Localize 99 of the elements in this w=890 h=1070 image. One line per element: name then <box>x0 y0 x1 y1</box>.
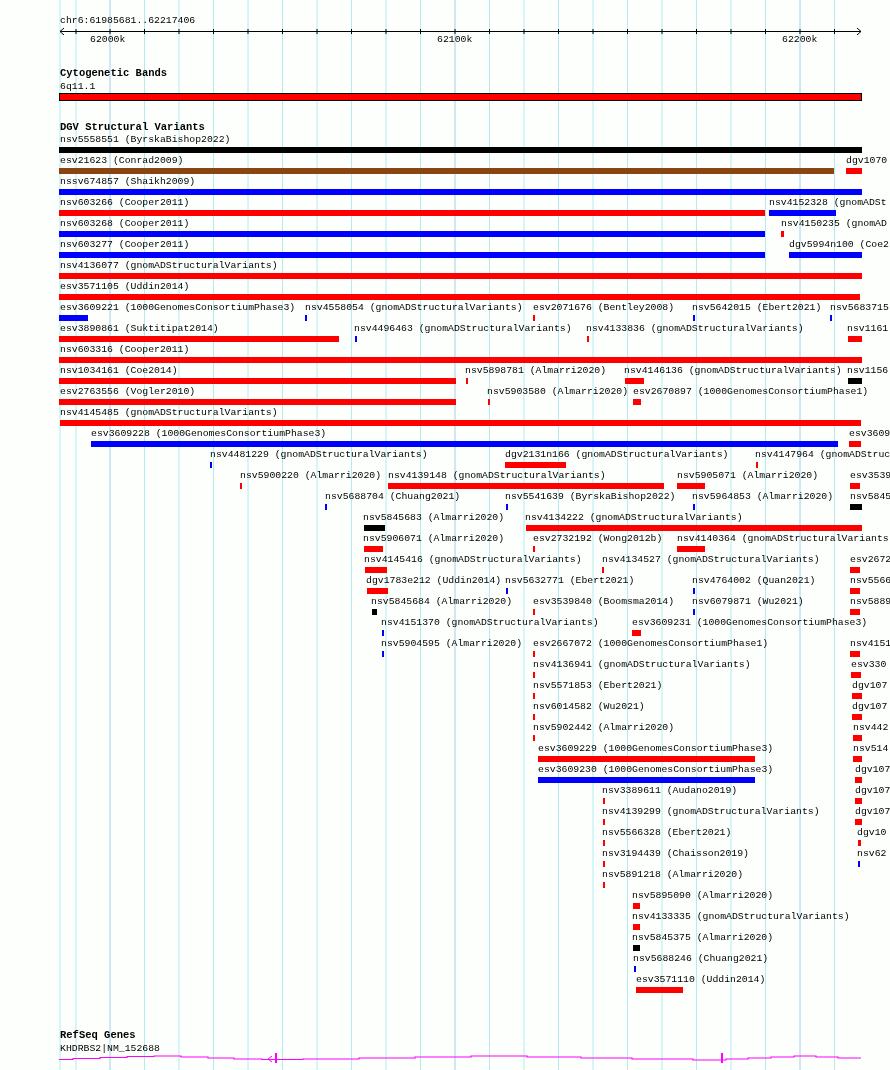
variant-label: esv2672 <box>850 554 890 565</box>
variant-label: nsv5558551 (ByrskaBishop2022) <box>60 134 231 145</box>
track-title: Cytogenetic Bands <box>60 68 168 79</box>
variant-label: nsv4147964 (gnomADStruc <box>755 449 890 460</box>
variant-label: nsv5903580 (Almarri2020) <box>487 386 629 397</box>
variant-label: esv3890861 (Suktitipat2014) <box>60 323 219 334</box>
variant-label: nsv5900220 (Almarri2020) <box>240 470 382 481</box>
variant-label: nsv1034161 (Coe2014) <box>60 365 178 376</box>
variant-label: nsv4140364 (gnomADStructuralVariants <box>677 533 889 544</box>
variant-label: dgv107 <box>855 785 890 796</box>
variant-label: nsv4133836 (gnomADStructuralVariants) <box>586 323 804 334</box>
variant-label: nsv5845375 (Almarri2020) <box>632 932 774 943</box>
variant-label: nsv4139299 (gnomADStructuralVariants) <box>602 806 820 817</box>
variant-label: nsv5541639 (ByrskaBishop2022) <box>505 491 676 502</box>
variant-label: esv3539 <box>850 470 890 481</box>
variant-label: esv3609221 (1000GenomesConsortiumPhase3) <box>60 302 296 313</box>
variant-label: esv2670897 (1000GenomesConsortiumPhase1) <box>633 386 869 397</box>
variant-label: nsv3389611 (Audano2019) <box>602 785 738 796</box>
variant-label: esv2667072 (1000GenomesConsortiumPhase1) <box>533 638 769 649</box>
variant-label: nsv4496463 (gnomADStructuralVariants) <box>354 323 572 334</box>
variant-label: nssv674857 (Shaikh2009) <box>60 176 196 187</box>
variant-label: nsv4145416 (gnomADStructuralVariants) <box>364 554 582 565</box>
position-label: chr6:61985681..62217406 <box>60 15 196 26</box>
variant-label: nsv4558054 (gnomADStructuralVariants) <box>305 302 523 313</box>
variant-label: nsv5683715 <box>830 302 889 313</box>
variant-label: dgv10 <box>857 827 887 838</box>
variant-label: dgv107 <box>852 680 888 691</box>
variant-label: esv3609228 (1000GenomesConsortiumPhase3) <box>91 428 327 439</box>
variant-label: nsv5902442 (Almarri2020) <box>533 722 675 733</box>
track-title: RefSeq Genes <box>60 1030 136 1041</box>
variant-label: nsv5632771 (Ebert2021) <box>505 575 635 586</box>
variant-label: esv2732192 (Wong2012b) <box>533 533 663 544</box>
variant-label: esv3571110 (Uddin2014) <box>636 974 766 985</box>
variant-label: esv3571105 (Uddin2014) <box>60 281 190 292</box>
variant-label: nsv4136941 (gnomADStructuralVariants) <box>533 659 751 670</box>
variant-label: esv3609231 (1000GenomesConsortiumPhase3) <box>632 617 868 628</box>
variant-label: esv3609230 (1000GenomesConsortiumPhase3) <box>538 764 774 775</box>
variant-label: nsv4481229 (gnomADStructuralVariants) <box>210 449 428 460</box>
variant-label: nsv4134527 (gnomADStructuralVariants) <box>602 554 820 565</box>
variant-label: nsv62 <box>857 848 887 859</box>
variant-label: nsv5571853 (Ebert2021) <box>533 680 663 691</box>
variant-label: nsv6079871 (Wu2021) <box>692 596 804 607</box>
variant-label: nsv5845 <box>850 491 890 502</box>
variant-label: nsv603277 (Cooper2011) <box>60 239 190 250</box>
variant-label: nsv6014582 (Wu2021) <box>533 701 645 712</box>
variant-label: nsv5905071 (Almarri2020) <box>677 470 819 481</box>
variant-label: esv21623 (Conrad2009) <box>60 155 184 166</box>
track-title: DGV Structural Variants <box>60 122 205 133</box>
variant-label: dgv1070 <box>846 155 888 166</box>
variant-label: esv2071676 (Bentley2008) <box>533 302 675 313</box>
variant-label: dgv2131n166 (gnomADStructuralVariants) <box>505 449 729 460</box>
variant-label: nsv4139148 (gnomADStructuralVariants) <box>388 470 606 481</box>
variant-label: nsv1161 <box>847 323 889 334</box>
variant-label: esv3539840 (Boomsma2014) <box>533 596 675 607</box>
variant-label: nsv5895090 (Almarri2020) <box>632 890 774 901</box>
variant-label: nsv4152328 (gnomADSt <box>769 197 887 208</box>
variant-label: nsv5642015 (Ebert2021) <box>692 302 822 313</box>
variant-label: nsv3194439 (Chaisson2019) <box>602 848 749 859</box>
variant-label: nsv4145485 (gnomADStructuralVariants) <box>60 407 278 418</box>
variant-label: dgv5994n100 (Coe2 <box>789 239 889 250</box>
band-label: 6q11.1 <box>60 81 96 92</box>
variant-label: nsv4136077 (gnomADStructuralVariants) <box>60 260 278 271</box>
variant-label: nsv5566328 (Ebert2021) <box>602 827 732 838</box>
variant-label: nsv5889 <box>850 596 890 607</box>
variant-label: nsv4146136 (gnomADStructuralVariants) <box>624 365 842 376</box>
variant-label: nsv603268 (Cooper2011) <box>60 218 190 229</box>
tick-label: 62000k <box>90 34 126 45</box>
variant-label: nsv603316 (Cooper2011) <box>60 344 190 355</box>
variant-label: nsv4150235 (gnomAD <box>781 218 887 229</box>
variant-label: nsv4151 <box>850 638 890 649</box>
variant-label: nsv4151370 (gnomADStructuralVariants) <box>381 617 599 628</box>
variant-label: nsv5898781 (Almarri2020) <box>465 365 607 376</box>
variant-label: nsv514 <box>853 743 889 754</box>
variant-label: esv2763556 (Vogler2010) <box>60 386 196 397</box>
tick-label: 62200k <box>782 34 818 45</box>
variant-label: nsv5904595 (Almarri2020) <box>381 638 523 649</box>
variant-label: nsv5891218 (Almarri2020) <box>602 869 744 880</box>
variant-label: nsv4764002 (Quan2021) <box>692 575 816 586</box>
variant-label: nsv5845684 (Almarri2020) <box>371 596 513 607</box>
variant-label: nsv4134222 (gnomADStructuralVariants) <box>525 512 743 523</box>
variant-label: esv3609 <box>849 428 890 439</box>
variant-label: nsv1156 <box>847 365 889 376</box>
variant-label: dgv107 <box>852 701 888 712</box>
gene-label: KHDRBS2|NM_152688 <box>60 1043 160 1054</box>
tick-label: 62100k <box>437 34 473 45</box>
variant-label: nsv5688246 (Chuang2021) <box>633 953 769 964</box>
variant-label: nsv5906071 (Almarri2020) <box>363 533 505 544</box>
variant-label: nsv5688704 (Chuang2021) <box>325 491 461 502</box>
variant-label: nsv603266 (Cooper2011) <box>60 197 190 208</box>
variant-label: dgv107 <box>855 806 890 817</box>
variant-label: dgv1783e212 (Uddin2014) <box>366 575 502 586</box>
variant-label: nsv5845683 (Almarri2020) <box>363 512 505 523</box>
variant-label: esv330 <box>851 659 887 670</box>
variant-label: esv3609229 (1000GenomesConsortiumPhase3) <box>538 743 774 754</box>
variant-label: nsv4133335 (gnomADStructuralVariants) <box>632 911 850 922</box>
variant-label: dgv107 <box>855 764 890 775</box>
variant-label: nsv442 <box>853 722 889 733</box>
variant-label: nsv5964853 (Almarri2020) <box>692 491 834 502</box>
variant-label: nsv5566 <box>850 575 890 586</box>
